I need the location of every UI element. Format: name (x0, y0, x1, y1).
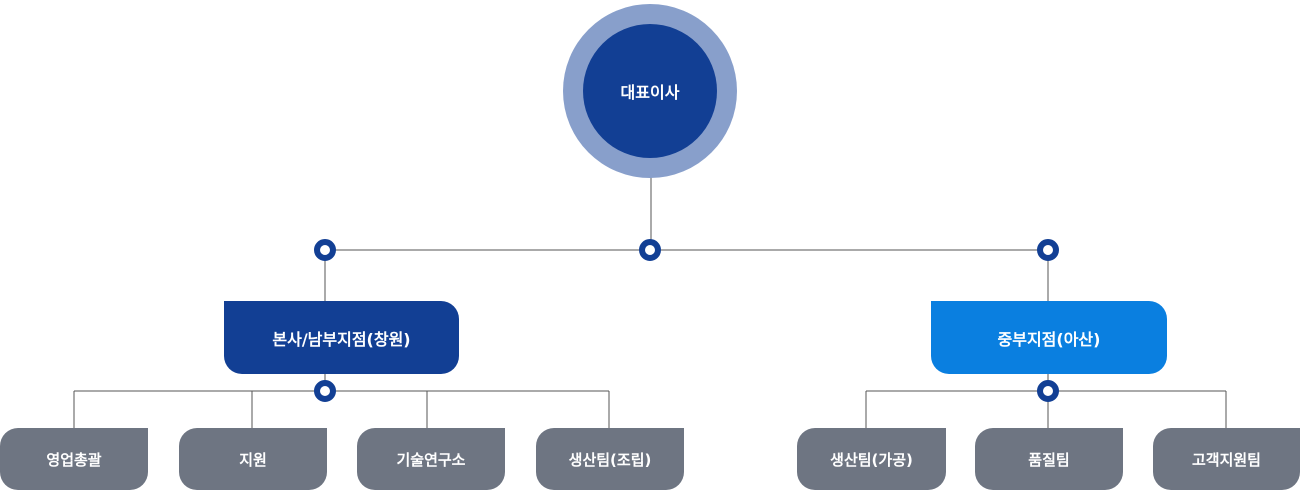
ceo-node: 대표이사 (583, 24, 717, 158)
team-label: 기술연구소 (396, 450, 466, 469)
branch-node-central: 중부지점(아산) (931, 301, 1167, 374)
team-node: 지원 (179, 428, 327, 490)
ceo-node-ring: 대표이사 (563, 4, 737, 178)
team-node: 생산팀(가공) (797, 428, 946, 490)
branch-label: 중부지점(아산) (997, 329, 1101, 349)
junction-dot-left (314, 239, 336, 261)
team-label: 품질팀 (1028, 450, 1070, 469)
team-label: 생산팀(조립) (568, 450, 652, 469)
team-node: 기술연구소 (357, 428, 505, 490)
team-node: 영업총괄 (0, 428, 148, 490)
team-label: 지원 (239, 450, 267, 469)
junction-dot-central-teams (1037, 380, 1059, 402)
branch-label: 본사/남부지점(창원) (272, 329, 411, 349)
team-label: 영업총괄 (46, 450, 102, 469)
team-node: 품질팀 (975, 428, 1123, 490)
team-node: 고객지원팀 (1153, 428, 1300, 490)
junction-dot-right (1037, 239, 1059, 261)
junction-dot-hq-teams (314, 380, 336, 402)
ceo-label: 대표이사 (620, 83, 680, 102)
team-node: 생산팀(조립) (536, 428, 684, 490)
branch-node-hq-south: 본사/남부지점(창원) (224, 301, 459, 374)
team-label: 고객지원팀 (1191, 450, 1261, 469)
junction-dot-center (639, 239, 661, 261)
team-label: 생산팀(가공) (830, 450, 913, 469)
